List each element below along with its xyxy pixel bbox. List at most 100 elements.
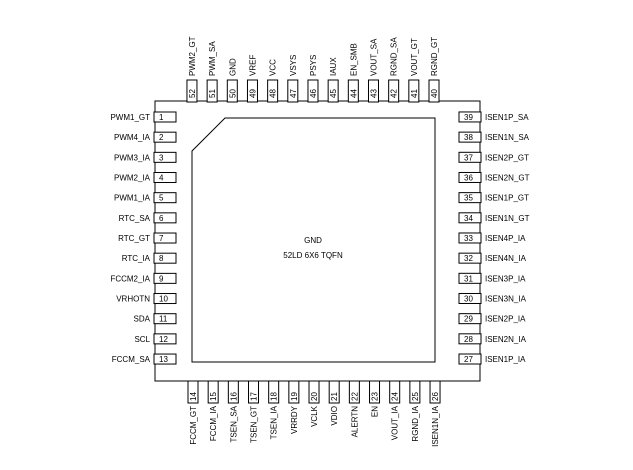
pin-box-38 — [458, 131, 482, 143]
pin-number-29: 29 — [464, 315, 473, 324]
pin-label-2: PWM4_IA — [114, 133, 151, 142]
pin-number-1: 1 — [159, 113, 164, 122]
pin-number-13: 13 — [159, 355, 168, 364]
pin-number-39: 39 — [464, 113, 473, 122]
pin-label-31: ISEN3P_IA — [485, 274, 526, 283]
pin-box-21 — [328, 380, 340, 404]
pin-box-12 — [153, 333, 177, 345]
pin-number-24: 24 — [391, 392, 400, 401]
pin-number-43: 43 — [369, 89, 378, 98]
pin-box-3 — [153, 151, 177, 163]
package-label: 52LD 6X6 TQFN — [283, 251, 343, 260]
pin-label-48: VCC — [269, 59, 278, 76]
pin-number-28: 28 — [464, 335, 473, 344]
pin-box-22 — [348, 380, 360, 404]
pin-label-50: GND — [228, 58, 237, 76]
pin-number-25: 25 — [411, 392, 420, 401]
pin-label-29: ISEN2P_IA — [485, 315, 526, 324]
pin-number-11: 11 — [159, 315, 168, 324]
pin-number-21: 21 — [330, 392, 339, 401]
pin-box-26 — [429, 380, 441, 404]
pin-number-7: 7 — [159, 234, 164, 243]
pin-label-3: PWM3_IA — [114, 153, 151, 162]
pin-label-38: ISEN1N_SA — [485, 133, 530, 142]
pin-label-40: RGND_GT — [430, 37, 439, 76]
pin-box-1 — [153, 111, 177, 123]
pin-number-33: 33 — [464, 234, 473, 243]
pin-label-19: VRRDY — [290, 405, 299, 434]
pin-number-18: 18 — [270, 392, 279, 401]
pin-label-24: VOUT_IA — [391, 405, 400, 440]
pin-box-4 — [153, 172, 177, 184]
pin-label-37: ISEN2P_GT — [485, 153, 529, 162]
pin-label-16: TSEN_SA — [229, 405, 238, 442]
pin-box-36 — [458, 171, 482, 183]
pin-number-16: 16 — [229, 392, 238, 401]
pin-label-23: EN — [371, 406, 380, 417]
pin-number-44: 44 — [349, 89, 358, 98]
pin-box-20 — [308, 380, 320, 404]
pin-box-10 — [153, 293, 177, 305]
pin-label-12: SCL — [134, 335, 150, 344]
pin-label-1: PWM1_GT — [110, 113, 150, 122]
pin-box-7 — [153, 232, 177, 244]
pin-box-2 — [153, 131, 177, 143]
pin-number-10: 10 — [159, 295, 168, 304]
pin-number-20: 20 — [310, 392, 319, 401]
pin-label-5: PWM1_IA — [114, 194, 151, 203]
pin-label-10: VRHOTN — [116, 295, 150, 304]
pin-label-26: ISEN1N_IA — [431, 405, 440, 447]
pin-number-48: 48 — [269, 89, 278, 98]
pin-box-27 — [458, 353, 482, 365]
pin-number-37: 37 — [464, 153, 473, 162]
pin-box-50 — [226, 79, 238, 103]
pin-box-16 — [227, 380, 239, 404]
pin-label-30: ISEN3N_IA — [485, 294, 527, 303]
pin-number-52: 52 — [188, 89, 197, 98]
pin-label-11: SDA — [134, 315, 151, 324]
pin-box-11 — [153, 313, 177, 325]
pin-box-29 — [458, 313, 482, 325]
pin-label-4: PWM2_IA — [114, 174, 151, 183]
pin-box-30 — [458, 292, 482, 304]
pin-label-13: FCCM_SA — [112, 355, 151, 364]
pin-number-47: 47 — [289, 89, 298, 98]
pin-number-4: 4 — [159, 174, 164, 183]
pin-label-15: FCCM_IA — [209, 405, 218, 441]
pin-label-9: FCCM2_IA — [110, 274, 150, 283]
pin-label-44: EN_SMB — [349, 43, 358, 76]
pin-box-41 — [408, 79, 420, 103]
pin-box-32 — [458, 252, 482, 264]
pin-label-20: VCLK — [310, 405, 319, 427]
pin-box-49 — [246, 79, 258, 103]
pin-label-8: RTC_IA — [122, 254, 151, 263]
pin-label-18: TSEN_IA — [270, 405, 279, 439]
pin-box-33 — [458, 232, 482, 244]
pin-box-44 — [347, 79, 359, 103]
pin-number-5: 5 — [159, 194, 164, 203]
pin-box-8 — [153, 252, 177, 264]
pin-box-18 — [268, 380, 280, 404]
pin-number-27: 27 — [464, 355, 473, 364]
pin-box-9 — [153, 272, 177, 284]
pin-box-5 — [153, 192, 177, 204]
pin-label-21: VDIO — [330, 406, 339, 426]
pin-number-36: 36 — [464, 173, 473, 182]
pin-label-28: ISEN2N_IA — [485, 335, 527, 344]
pin-label-6: RTC_SA — [119, 214, 151, 223]
pin-box-31 — [458, 272, 482, 284]
pin-box-23 — [369, 380, 381, 404]
pin-box-52 — [186, 79, 198, 103]
pin-label-33: ISEN4P_IA — [485, 234, 526, 243]
pin-label-51: PWM_SA — [208, 41, 217, 76]
pin-label-25: RGND_IA — [411, 405, 420, 441]
pin-label-52: PWM2_GT — [188, 36, 197, 76]
pin-label-7: RTC_GT — [118, 234, 150, 243]
pin-number-22: 22 — [350, 392, 359, 401]
pin-label-22: ALERTN — [350, 406, 359, 438]
pin-number-31: 31 — [464, 274, 473, 283]
pin-box-43 — [367, 79, 379, 103]
pin-number-40: 40 — [430, 89, 439, 98]
pin-box-35 — [458, 192, 482, 204]
